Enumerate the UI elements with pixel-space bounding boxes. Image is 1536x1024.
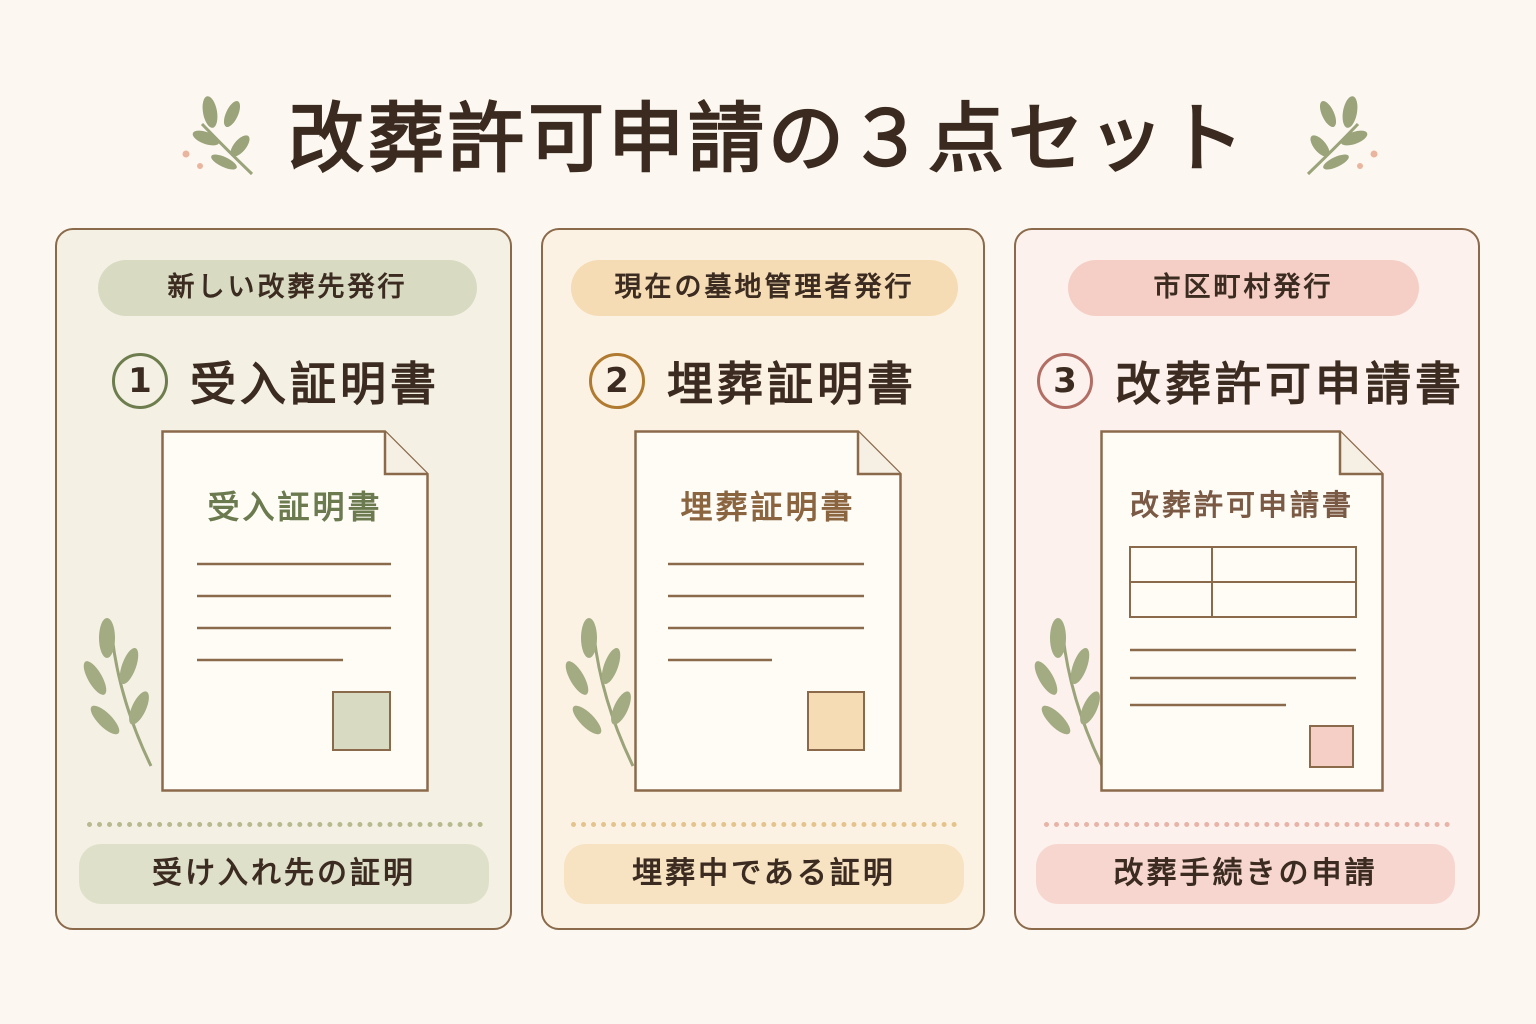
document-heading: 2 埋葬証明書 — [589, 346, 917, 416]
document-name: 改葬許可申請書 — [1115, 357, 1465, 411]
document-name: 埋葬証明書 — [667, 357, 917, 411]
document-heading: 1 受入証明書 — [112, 346, 440, 416]
sprig-icon — [182, 96, 254, 176]
document-title: 受入証明書 — [207, 488, 383, 526]
number-badge: 3 — [1037, 353, 1093, 409]
dotted-divider — [87, 822, 483, 827]
leaf-icon — [565, 618, 635, 767]
document-icon — [161, 430, 429, 792]
document-name: 受入証明書 — [190, 357, 440, 411]
number-badge: 1 — [112, 353, 168, 409]
document-illustration: 埋葬証明書 — [634, 430, 902, 792]
leaf-icon — [83, 618, 153, 767]
document-icon — [1100, 430, 1384, 792]
document-title: 改葬許可申請書 — [1129, 488, 1354, 522]
document-illustration: 受入証明書 — [161, 430, 429, 792]
card-burial-certificate: 現在の墓地管理者発行 2 埋葬証明書 埋葬証明書 埋葬中である証明 — [541, 228, 985, 930]
number-badge: 2 — [589, 353, 645, 409]
issuer-badge: 市区町村発行 — [1068, 260, 1419, 316]
document-title: 埋葬証明書 — [680, 488, 856, 526]
document-icon — [634, 430, 902, 792]
leaf-icon — [1034, 618, 1104, 767]
dotted-divider — [1044, 822, 1450, 827]
sprig-icon — [1306, 96, 1378, 176]
page-title: 改葬許可申請の３点セット — [288, 94, 1248, 183]
dotted-divider — [571, 822, 957, 827]
purpose-badge: 受け入れ先の証明 — [79, 844, 489, 904]
card-reburial-permit-application: 市区町村発行 3 改葬許可申請書 改葬許可申請書 改葬手続きの申請 — [1014, 228, 1480, 930]
card-acceptance-certificate: 新しい改葬先発行 1 受入証明書 受入証明書 受け入れ先の証明 — [55, 228, 512, 930]
title-area: 改葬許可申請の３点セット — [0, 86, 1536, 196]
issuer-badge: 新しい改葬先発行 — [98, 260, 477, 316]
document-illustration: 改葬許可申請書 — [1100, 430, 1384, 792]
issuer-badge: 現在の墓地管理者発行 — [571, 260, 958, 316]
purpose-badge: 埋葬中である証明 — [564, 844, 964, 904]
purpose-badge: 改葬手続きの申請 — [1036, 844, 1455, 904]
document-heading: 3 改葬許可申請書 — [1037, 346, 1465, 416]
